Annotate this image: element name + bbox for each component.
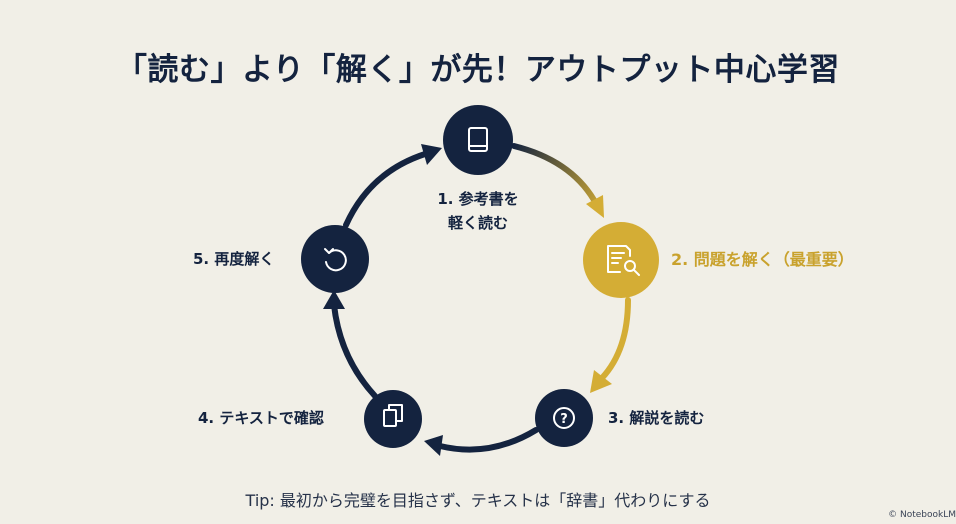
arrow-step5-to-step1 (343, 144, 442, 228)
book-icon (468, 127, 488, 152)
page-title: 「読む」より「解く」が先！アウトプット中心学習 (116, 52, 840, 88)
tip-text: Tip: 最初から完璧を目指さず、テキストは「辞書」代わりにする (245, 491, 711, 510)
step4-label: 4. テキストで確認 (198, 409, 324, 427)
question-circle-icon: ? (553, 407, 575, 429)
document-search-icon (607, 245, 640, 276)
step2-node (583, 222, 659, 298)
step1-label-line2: 軽く読む (447, 214, 508, 232)
documents-icon (383, 404, 403, 427)
arrow-step4-to-step5 (323, 290, 378, 399)
svg-text:?: ? (560, 412, 568, 427)
step3-label: 3. 解説を読む (608, 409, 705, 427)
arrow-step3-to-step4 (424, 427, 539, 456)
step1-label: 1. 参考書を 軽く読む (405, 187, 551, 235)
credit-text: © NotebookLM (888, 510, 956, 520)
step5-label: 5. 再度解く (193, 250, 275, 268)
step1-label-line1: 1. 参考書を (437, 190, 519, 208)
arrow-step1-to-step2 (511, 143, 604, 218)
step4-node (364, 390, 422, 448)
arrow-step2-to-step3 (590, 297, 631, 393)
step5-node (301, 225, 369, 293)
step3-node: ? (535, 389, 593, 447)
step1-node (443, 105, 513, 175)
refresh-icon (324, 248, 347, 272)
step2-label: 2. 問題を解く（最重要） (671, 250, 854, 269)
